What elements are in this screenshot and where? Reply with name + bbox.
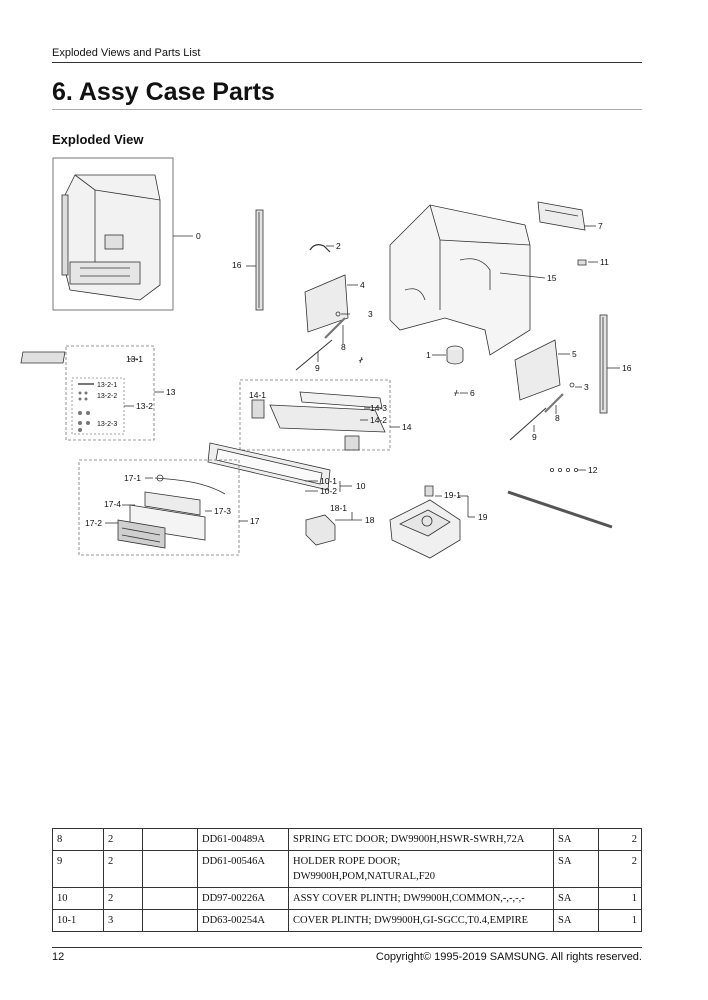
- callout-7: 7: [598, 221, 603, 231]
- table-row: 8 2 DD61-00489A SPRING ETC DOOR; DW9900H…: [52, 828, 642, 851]
- callout-4: 4: [360, 280, 365, 290]
- cell-no: 9: [52, 850, 104, 888]
- callout-11: 11: [600, 257, 609, 267]
- table-row: 10 2 DD97-00226A ASSY COVER PLINTH; DW99…: [52, 887, 642, 910]
- part-12-screws: [550, 467, 586, 472]
- cell-level: 3: [103, 909, 143, 932]
- callout-8-right: 8: [555, 413, 560, 423]
- description-line: DW9900H,POM,NATURAL,F20: [293, 871, 436, 882]
- callout-10-2: 10-2: [320, 486, 337, 496]
- cell-level: 2: [103, 887, 143, 910]
- callout-16-right: 16: [622, 363, 632, 373]
- exploded-view-diagram: 0 16 2 4 3 8 9 1 15 7 11 5 16 3 6 8 9 12…: [20, 157, 632, 559]
- callout-10-1: 10-1: [320, 476, 337, 486]
- callout-14-2: 14-2: [370, 415, 387, 425]
- callout-13: 13: [166, 387, 176, 397]
- callout-17-2: 17-2: [85, 518, 102, 528]
- cell-description: HOLDER ROPE DOOR; DW9900H,POM,NATURAL,F20: [288, 850, 554, 888]
- cell-code: DD61-00489A: [197, 828, 289, 851]
- callout-9-right: 9: [532, 432, 537, 442]
- callout-18-1: 18-1: [330, 503, 347, 513]
- cell-level: 2: [103, 850, 143, 888]
- callout-12: 12: [588, 465, 598, 475]
- cell-description: ASSY COVER PLINTH; DW9900H,COMMON,-,-,-,…: [288, 887, 554, 910]
- callout-13-2-1: 13-2-1: [97, 382, 117, 389]
- cell-no: 10: [52, 887, 104, 910]
- part-16-left-rail: [246, 209, 264, 311]
- cell-blank: [142, 828, 198, 851]
- cell-blank: [142, 887, 198, 910]
- cell-blank: [142, 909, 198, 932]
- callout-17: 17: [250, 516, 260, 526]
- callout-17-3: 17-3: [214, 506, 231, 516]
- cell-description: COVER PLINTH; DW9900H,GI-SGCC,T0.4,EMPIR…: [288, 909, 554, 932]
- cell-description: SPRING ETC DOOR; DW9900H,HSWR-SWRH,72A: [288, 828, 554, 851]
- description-line: COVER PLINTH; DW9900H,GI-SGCC,T0.4,EMPIR…: [293, 915, 529, 926]
- callout-13-1: 13-1: [126, 354, 143, 364]
- cell-qty: 1: [598, 887, 642, 910]
- table-row: 10-1 3 DD63-00254A COVER PLINTH; DW9900H…: [52, 909, 642, 932]
- callout-13-2: 13-2: [136, 401, 153, 411]
- callout-13-2-3: 13-2-3: [97, 421, 117, 428]
- callout-16-left: 16: [232, 260, 242, 270]
- callout-14-1: 14-1: [249, 390, 266, 400]
- callout-9-left: 9: [315, 363, 320, 373]
- cell-status: SA: [553, 828, 599, 851]
- callout-10: 10: [356, 481, 366, 491]
- cell-qty: 2: [598, 850, 642, 888]
- callout-17-1: 17-1: [124, 473, 141, 483]
- page-title: 6. Assy Case Parts: [52, 78, 642, 110]
- cell-status: SA: [553, 887, 599, 910]
- section-header: Exploded Views and Parts List: [52, 47, 642, 63]
- parts-list-table: 8 2 DD61-00489A SPRING ETC DOOR; DW9900H…: [52, 828, 642, 932]
- page-number: 12: [52, 951, 65, 963]
- callout-2: 2: [336, 241, 341, 251]
- callout-13-2-2: 13-2-2: [97, 393, 117, 400]
- cell-qty: 2: [598, 828, 642, 851]
- callout-19: 19: [478, 512, 488, 522]
- cell-code: DD97-00226A: [197, 887, 289, 910]
- callout-6: 6: [470, 388, 475, 398]
- exploded-view-subtitle: Exploded View: [52, 132, 144, 147]
- description-line: HOLDER ROPE DOOR;: [293, 856, 401, 867]
- description-line: SPRING ETC DOOR; DW9900H,HSWR-SWRH,72A: [293, 834, 525, 845]
- part-16-right-rail: [599, 314, 620, 414]
- description-line: ASSY COVER PLINTH; DW9900H,COMMON,-,-,-,…: [293, 893, 525, 904]
- callout-15: 15: [547, 273, 557, 283]
- cell-level: 2: [103, 828, 143, 851]
- cell-status: SA: [553, 850, 599, 888]
- table-row: 9 2 DD61-00546A HOLDER ROPE DOOR; DW9900H…: [52, 850, 642, 888]
- part-0-assembly-drawing: [52, 157, 193, 311]
- callout-19-1: 19-1: [444, 490, 461, 500]
- cell-blank: [142, 850, 198, 888]
- callout-1: 1: [426, 350, 431, 360]
- cell-no: 10-1: [52, 909, 104, 932]
- part-15-case: [389, 204, 546, 356]
- cell-status: SA: [553, 909, 599, 932]
- callout-14: 14: [402, 422, 412, 432]
- cell-code: DD61-00546A: [197, 850, 289, 888]
- callout-5: 5: [572, 349, 577, 359]
- callout-3-left: 3: [368, 309, 373, 319]
- cell-no: 8: [52, 828, 104, 851]
- copyright-notice: Copyright© 1995-2019 SAMSUNG. All rights…: [375, 951, 642, 963]
- callout-17-4: 17-4: [104, 499, 121, 509]
- callout-14-3: 14-3: [370, 403, 387, 413]
- callout-8-left: 8: [341, 342, 346, 352]
- callout-3-right: 3: [584, 382, 589, 392]
- callout-0: 0: [196, 231, 201, 241]
- cell-qty: 1: [598, 909, 642, 932]
- cell-code: DD63-00254A: [197, 909, 289, 932]
- page-footer: 12 Copyright© 1995-2019 SAMSUNG. All rig…: [52, 947, 642, 963]
- callout-18: 18: [365, 515, 375, 525]
